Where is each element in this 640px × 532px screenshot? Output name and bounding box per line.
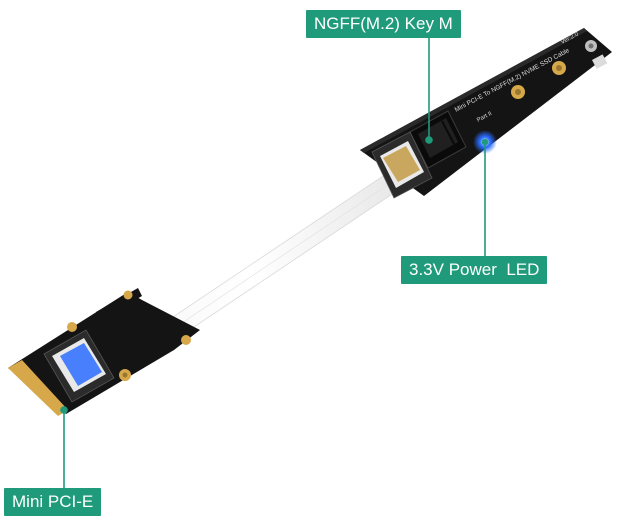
callout-ngff-key-m: NGFF(M.2) Key M	[306, 10, 461, 38]
callout-leaders	[60, 38, 489, 488]
ffc-connector-top	[371, 131, 433, 199]
callout-power-led: 3.3V Power LED	[401, 256, 548, 284]
mini-pcie-card	[8, 288, 200, 416]
leader-mini-dot	[60, 406, 68, 414]
leader-led-dot	[481, 138, 489, 146]
mount-hole-top	[123, 290, 133, 300]
ffc-connector-bottom	[43, 329, 115, 403]
gold-fingers	[8, 360, 68, 416]
m2-adapter-board: Mini PCI-E To NGFF(M.2) NVME SSD Cable P…	[360, 28, 612, 199]
ce-logo-mark	[591, 54, 608, 69]
mount-hole-right	[181, 335, 191, 345]
callout-mini-pcie: Mini PCI-E	[4, 488, 102, 516]
mounting-holes	[511, 40, 597, 99]
m2-slot	[409, 110, 467, 169]
leader-ngff-dot	[425, 136, 433, 144]
mount-hole-left	[67, 322, 77, 332]
